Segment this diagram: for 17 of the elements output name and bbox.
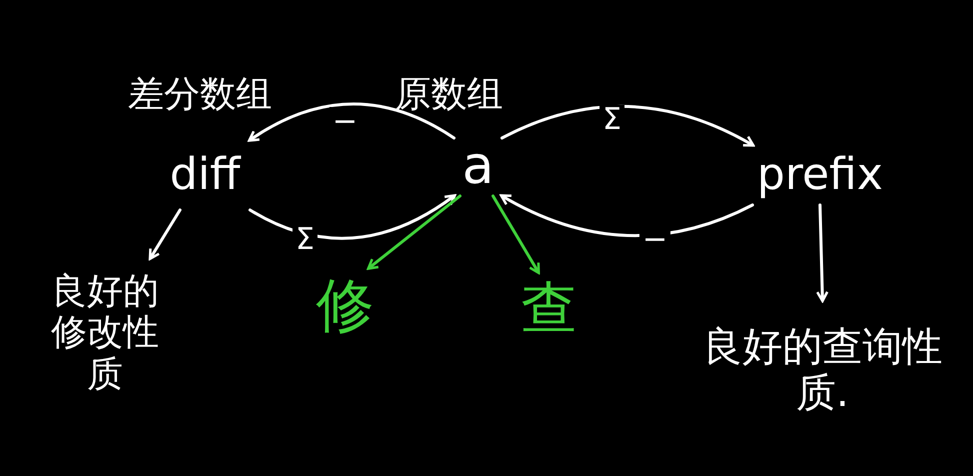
node-label: a bbox=[448, 138, 508, 196]
arrow bbox=[500, 105, 755, 147]
array-caption: 原数组 bbox=[395, 73, 503, 117]
arrow bbox=[366, 194, 462, 270]
arrow bbox=[248, 194, 456, 240]
array-caption: 差分数组 bbox=[128, 73, 272, 117]
arrow bbox=[148, 208, 182, 260]
arrow bbox=[492, 194, 540, 274]
node-label: 查 bbox=[513, 272, 585, 347]
node-label: prefix bbox=[745, 145, 895, 205]
node-label: 修 bbox=[305, 268, 385, 343]
arrow bbox=[500, 194, 754, 237]
node-label: 良好的修改性质 bbox=[40, 258, 170, 408]
node-label: 良好的查询性质. bbox=[700, 300, 945, 440]
arrow bbox=[816, 204, 829, 302]
arrow bbox=[248, 102, 456, 142]
node-label: diff bbox=[155, 140, 255, 210]
